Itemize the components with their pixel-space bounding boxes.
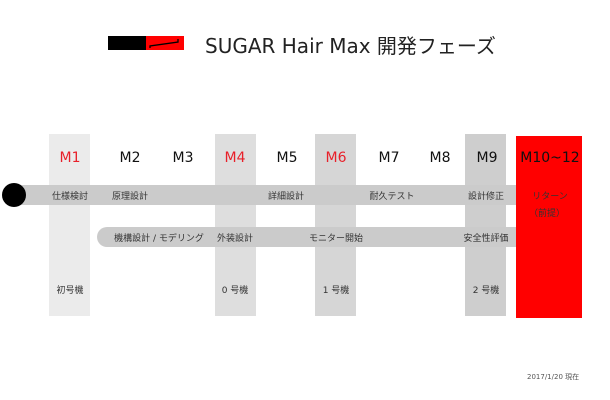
prototype-label: 初号機	[56, 286, 84, 296]
month-label: M5	[276, 150, 298, 166]
start-circle	[2, 183, 26, 207]
logo	[108, 36, 184, 50]
month-label: M1	[59, 150, 81, 166]
prototype-label: 0 号機	[221, 286, 249, 296]
prototype-label: 1 号機	[322, 286, 350, 296]
date-footnote: 2017/1/20 現在	[527, 373, 580, 381]
task-label: 設計修正	[467, 192, 505, 202]
track-bar-2	[97, 227, 516, 247]
month-label: M9	[476, 150, 498, 166]
task-label: 機構設計 / モデリング	[114, 234, 204, 244]
page-title: SUGAR Hair Max 開発フェーズ	[205, 34, 496, 58]
task-label: 耐久テスト	[369, 192, 415, 202]
month-label: M3	[172, 150, 194, 166]
month-label: M2	[119, 150, 141, 166]
task-label: 安全性評価	[463, 234, 509, 244]
prototype-label: 2 号機	[472, 286, 500, 296]
track-bar-1	[10, 185, 516, 205]
task-label: 仕様検討	[51, 192, 89, 202]
month-label: M4	[224, 150, 246, 166]
task-label: 外装設計	[216, 234, 254, 244]
return-note: （前提）	[528, 209, 566, 219]
month-label: M6	[325, 150, 347, 166]
task-label: 原理設計	[111, 192, 149, 202]
phase-column-m1	[49, 134, 90, 316]
phase-column-m4	[215, 134, 256, 316]
phase-column-m9	[465, 134, 506, 316]
month-label: M7	[378, 150, 400, 166]
return-column	[516, 136, 582, 318]
phase-column-m6	[315, 134, 356, 316]
return-label: リターン	[532, 192, 568, 202]
month-label: M10~12	[520, 150, 580, 166]
month-label: M8	[429, 150, 451, 166]
task-label: モニター開始	[308, 234, 364, 244]
task-label: 詳細設計	[267, 192, 305, 202]
